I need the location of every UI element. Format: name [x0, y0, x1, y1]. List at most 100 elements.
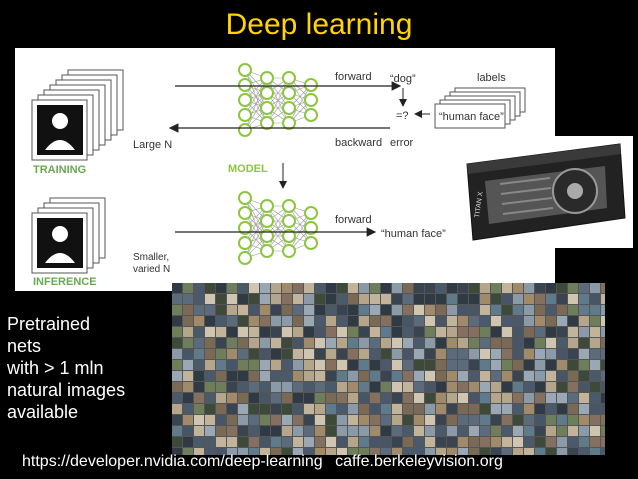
mosaic-thumbnail — [414, 437, 424, 447]
mosaic-thumbnail — [249, 382, 259, 392]
mosaic-thumbnail — [315, 316, 325, 326]
mosaic-thumbnail — [458, 327, 468, 337]
mosaic-thumbnail — [502, 338, 512, 348]
mosaic-thumbnail — [403, 448, 413, 455]
mosaic-thumbnail — [194, 283, 204, 293]
mosaic-thumbnail — [293, 448, 303, 455]
mosaic-thumbnail — [271, 415, 281, 425]
mosaic-thumbnail — [348, 316, 358, 326]
mosaic-thumbnail — [359, 316, 369, 326]
mosaic-thumbnail — [359, 393, 369, 403]
mosaic-thumbnail — [425, 360, 435, 370]
mosaic-thumbnail — [315, 382, 325, 392]
mosaic-thumbnail — [425, 448, 435, 455]
mosaic-thumbnail — [370, 305, 380, 315]
mosaic-thumbnail — [304, 316, 314, 326]
mosaic-thumbnail — [557, 393, 567, 403]
mosaic-thumbnail — [183, 316, 193, 326]
mosaic-thumbnail — [326, 426, 336, 436]
network-node — [238, 236, 252, 250]
mosaic-thumbnail — [216, 393, 226, 403]
mosaic-thumbnail — [447, 305, 457, 315]
mosaic-thumbnail — [326, 338, 336, 348]
mosaic-thumbnail — [568, 305, 578, 315]
mosaic-thumbnail — [513, 305, 523, 315]
mosaic-thumbnail — [293, 316, 303, 326]
gpu-image: TITAN X — [455, 136, 633, 248]
mosaic-thumbnail — [524, 448, 534, 455]
nvidia-link[interactable]: https://developer.nvidia.com/deep-learni… — [22, 453, 323, 470]
mosaic-thumbnail — [502, 437, 512, 447]
mosaic-thumbnail — [271, 393, 281, 403]
mosaic-thumbnail — [535, 426, 545, 436]
mosaic-thumbnail — [469, 283, 479, 293]
mosaic-thumbnail — [227, 437, 237, 447]
mosaic-thumbnail — [381, 338, 391, 348]
mosaic-thumbnail — [337, 305, 347, 315]
mosaic-thumbnail — [249, 404, 259, 414]
mosaic-thumbnail — [425, 316, 435, 326]
mosaic-thumbnail — [480, 415, 490, 425]
mosaic-thumbnail — [304, 327, 314, 337]
mosaic-thumbnail — [304, 404, 314, 414]
mosaic-thumbnail — [491, 327, 501, 337]
forward-label-bottom: forward — [335, 214, 372, 226]
mosaic-thumbnail — [524, 305, 534, 315]
mosaic-thumbnail — [359, 382, 369, 392]
mosaic-thumbnail — [601, 404, 605, 414]
mosaic-thumbnail — [238, 437, 248, 447]
mosaic-thumbnail — [425, 404, 435, 414]
mosaic-thumbnail — [601, 382, 605, 392]
mosaic-thumbnail — [579, 404, 589, 414]
mosaic-thumbnail — [502, 360, 512, 370]
mosaic-thumbnail — [546, 327, 556, 337]
mosaic-thumbnail — [260, 305, 270, 315]
mosaic-thumbnail — [172, 283, 182, 293]
mosaic-thumbnail — [491, 294, 501, 304]
mosaic-thumbnail — [227, 327, 237, 337]
mosaic-thumbnail — [414, 393, 424, 403]
mosaic-thumbnail — [392, 415, 402, 425]
mosaic-thumbnail — [436, 371, 446, 381]
mosaic-thumbnail — [579, 360, 589, 370]
mosaic-thumbnail — [546, 426, 556, 436]
mosaic-thumbnail — [425, 415, 435, 425]
mosaic-thumbnail — [392, 371, 402, 381]
mosaic-thumbnail — [491, 338, 501, 348]
mosaic-thumbnail — [469, 360, 479, 370]
mosaic-thumbnail — [370, 294, 380, 304]
mosaic-thumbnail — [524, 327, 534, 337]
mosaic-thumbnail — [414, 426, 424, 436]
mosaic-thumbnail — [513, 382, 523, 392]
mosaic-thumbnail — [249, 283, 259, 293]
network-node — [238, 78, 252, 92]
mosaic-thumbnail — [315, 349, 325, 359]
mosaic-thumbnail — [590, 349, 600, 359]
mosaic-thumbnail — [535, 382, 545, 392]
mosaic-thumbnail — [403, 404, 413, 414]
caffe-link[interactable]: caffe.berkeleyvision.org — [335, 453, 503, 470]
mosaic-thumbnail — [447, 349, 457, 359]
network-edge — [244, 220, 268, 259]
network-edge — [244, 92, 268, 131]
mosaic-thumbnail — [568, 393, 578, 403]
mosaic-thumbnail — [194, 437, 204, 447]
mosaic-thumbnail — [381, 404, 391, 414]
mosaic-thumbnail — [293, 360, 303, 370]
mosaic-thumbnail — [579, 426, 589, 436]
mosaic-thumbnail — [172, 294, 182, 304]
mosaic-thumbnail — [535, 448, 545, 455]
mosaic-thumbnail — [579, 415, 589, 425]
mosaic-thumbnail — [480, 294, 490, 304]
mosaic-thumbnail — [260, 426, 270, 436]
mosaic-thumbnail — [271, 371, 281, 381]
mosaic-thumbnail — [392, 393, 402, 403]
mosaic-thumbnail — [513, 349, 523, 359]
mosaic-thumbnail — [425, 349, 435, 359]
mosaic-thumbnail — [282, 393, 292, 403]
mosaic-thumbnail — [370, 437, 380, 447]
mosaic-thumbnail — [436, 349, 446, 359]
mosaic-thumbnail — [557, 360, 567, 370]
mosaic-thumbnail — [392, 327, 402, 337]
mosaic-thumbnail — [447, 437, 457, 447]
